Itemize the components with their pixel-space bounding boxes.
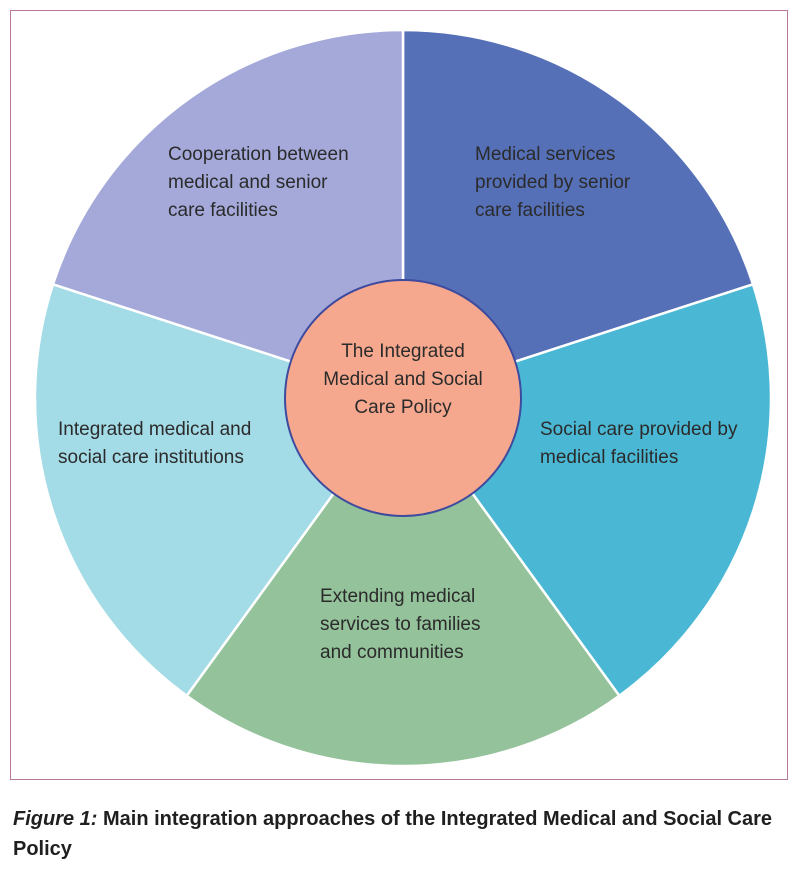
cooperation-segment — [51, 28, 405, 400]
figure-caption: Figure 1: Main integration approaches of… — [13, 804, 793, 864]
center-circle — [284, 279, 522, 517]
caption-label: Figure 1: — [13, 808, 98, 830]
medical-services-segment — [401, 28, 755, 400]
extending-services-segment — [184, 395, 622, 768]
figure-frame — [10, 10, 788, 780]
caption-text: Main integration approaches of the Integ… — [13, 808, 773, 860]
